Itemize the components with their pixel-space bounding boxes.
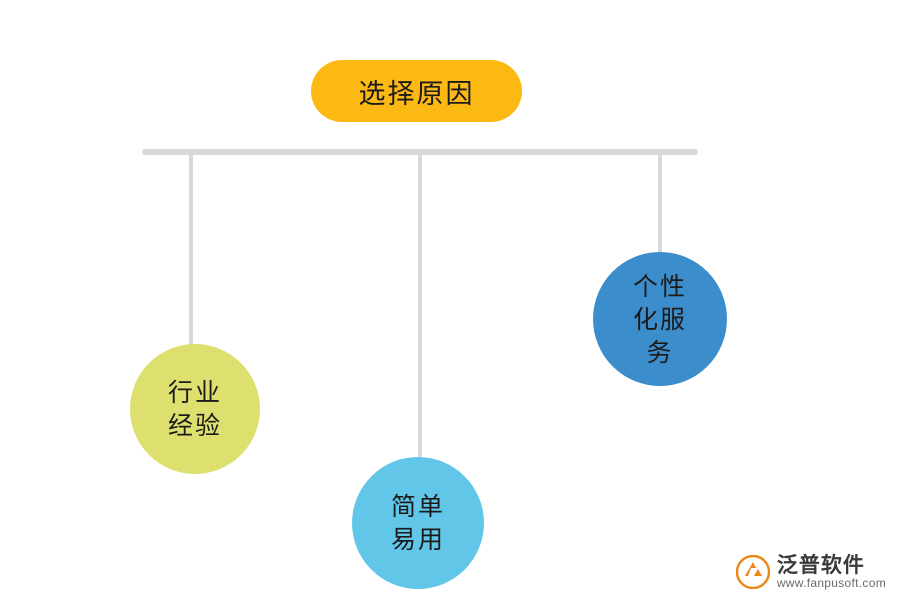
node-label-line: 务: [646, 337, 674, 367]
node-label-line: 易用: [390, 525, 445, 554]
node-label-line: 个性: [632, 271, 687, 301]
node-industry-experience: 行业 经验: [130, 344, 260, 474]
page-title: 选择原因: [358, 78, 475, 110]
connector-line-2: [418, 152, 422, 472]
node-label-line: 化服: [632, 304, 687, 334]
node-simple-to-use: 简单 易用: [352, 457, 484, 589]
watermark: 泛普软件 www.fanpusoft.com: [735, 552, 886, 590]
node-label-line: 行业: [167, 378, 222, 407]
watermark-url: www.fanpusoft.com: [776, 575, 886, 590]
node-label-line: 简单: [390, 492, 445, 521]
watermark-brand: 泛普软件: [776, 552, 865, 577]
watermark-text: 泛普软件 www.fanpusoft.com: [776, 552, 886, 590]
connector-line-1: [189, 152, 193, 359]
fanpu-logo-icon: [735, 554, 771, 590]
diagram-title-pill: 选择原因: [311, 60, 522, 122]
node-personalized-service: 个性 化服 务: [593, 252, 727, 386]
node-label-line: 经验: [167, 411, 222, 440]
connector-line-3: [658, 152, 662, 260]
